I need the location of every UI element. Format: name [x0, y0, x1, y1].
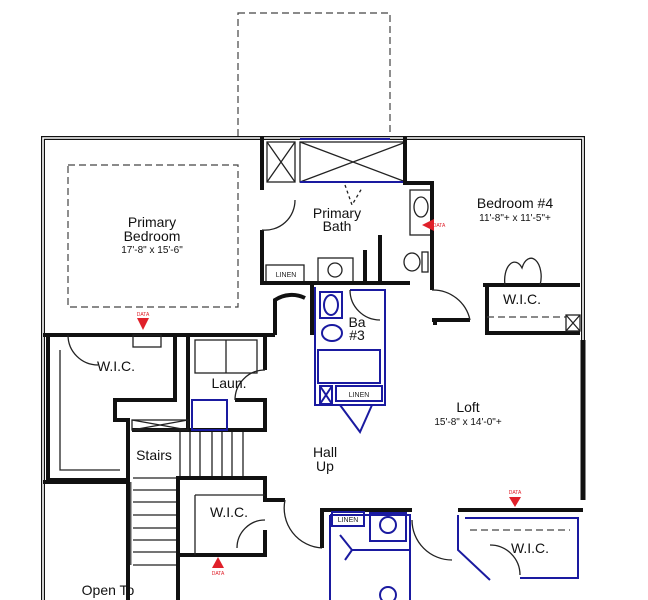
- data-marker-bedroom4: DATA: [422, 219, 446, 231]
- wic-bedroom4-label: W.I.C.: [503, 291, 541, 307]
- data-marker-primary: DATA: [137, 312, 150, 330]
- right-wic: [457, 508, 583, 581]
- loft-dims: 15'-8" x 14'-0"+: [434, 417, 502, 428]
- wic-right-label: W.I.C.: [511, 540, 549, 556]
- svg-text:DATA: DATA: [509, 490, 522, 496]
- bath-3: [314, 287, 386, 434]
- svg-text:DATA: DATA: [433, 223, 446, 229]
- hall-label: Hall: [313, 444, 337, 460]
- wic-primary-label: W.I.C.: [97, 358, 135, 374]
- porch-outline: [237, 12, 391, 138]
- loft-label: Loft: [456, 399, 479, 415]
- svg-text:DATA: DATA: [212, 571, 225, 577]
- marker-arrow-icon: [422, 219, 434, 231]
- room-labels: Primary Bedroom 17'-8" x 15'-6" Primary …: [82, 195, 554, 598]
- bath3-label: Ba: [348, 314, 365, 330]
- data-marker-loft: DATA: [509, 490, 522, 507]
- data-marker-center: DATA: [212, 557, 225, 577]
- svg-text:DATA: DATA: [137, 312, 150, 318]
- tray-ceiling-outline: [67, 164, 239, 308]
- marker-arrow-icon: [212, 557, 224, 568]
- lower-bath: [320, 508, 412, 600]
- primary-bedroom-label: Primary: [128, 214, 176, 230]
- primary-bath-label: Primary: [313, 205, 361, 221]
- laundry-label: Laun.: [211, 375, 246, 391]
- hall-up-label: Up: [316, 458, 334, 474]
- stairs-label: Stairs: [136, 447, 172, 463]
- wic-center-label: W.I.C.: [210, 504, 248, 520]
- bedroom4-dims: 11'-8"+ x 11'-5"+: [479, 213, 551, 224]
- primary-bedroom-label-2: Bedroom: [124, 228, 181, 244]
- open-to-label: Open To: [82, 582, 135, 598]
- linen-label-bath3: LINEN: [349, 392, 370, 399]
- linen-label-lower: LINEN: [338, 517, 359, 524]
- marker-arrow-icon: [509, 497, 521, 507]
- linen-label-primary: LINEN: [276, 272, 297, 279]
- bath3-label-2: #3: [349, 327, 365, 343]
- bedroom4-label: Bedroom #4: [477, 195, 553, 211]
- primary-bath-label-2: Bath: [323, 218, 352, 234]
- marker-arrow-icon: [137, 318, 149, 330]
- primary-bedroom-dims: 17'-8" x 15'-6": [121, 245, 183, 256]
